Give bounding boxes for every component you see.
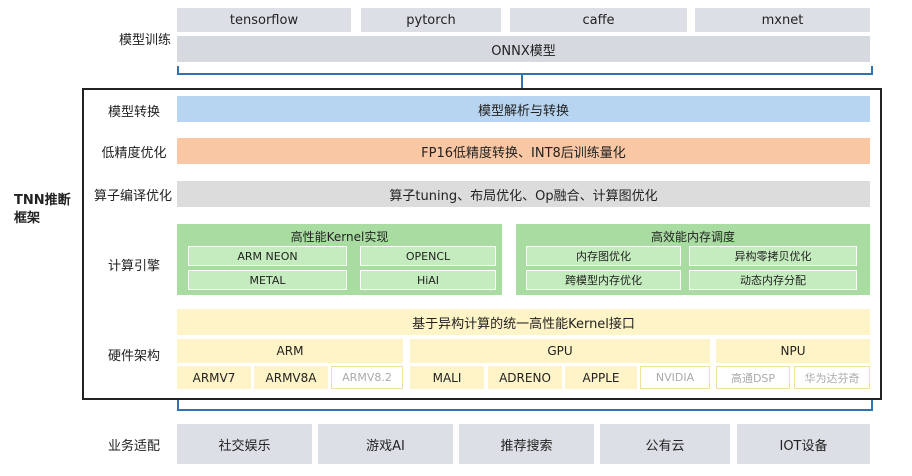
kernel-hiai: HiAI <box>360 270 496 290</box>
kernel-opencl: OPENCL <box>360 246 496 266</box>
memory-cross-model: 跨模型内存优化 <box>526 270 681 290</box>
kernel-interface-bar: 基于异构计算的统一高性能Kernel接口 <box>177 309 870 335</box>
hardware-label: 硬件架构 <box>107 348 160 364</box>
low-precision-label: 低精度优化 <box>101 145 167 161</box>
kernel-arm-neon: ARM NEON <box>188 246 347 266</box>
business-label: 业务适配 <box>107 438 160 454</box>
business-recommend: 推荐搜索 <box>459 424 594 464</box>
kernel-title: 高性能Kernel实现 <box>290 229 389 244</box>
memory-title: 高效能内存调度 <box>650 229 735 244</box>
conversion-bar: 模型解析与转换 <box>177 96 870 122</box>
business-game-ai: 游戏AI <box>318 424 453 464</box>
memory-dynamic-alloc: 动态内存分配 <box>689 270 857 290</box>
hw-nvidia: NVIDIA <box>640 366 710 389</box>
memory-graph-opt: 内存图优化 <box>526 246 681 266</box>
business-iot: IOT设备 <box>737 424 870 464</box>
business-social: 社交娱乐 <box>177 424 312 464</box>
framework-title: TNN推断 框架 <box>14 192 78 228</box>
onnx-model: ONNX模型 <box>177 36 870 62</box>
bottom-brace <box>177 400 873 411</box>
hw-group-arm: ARM <box>177 339 403 363</box>
hw-adreno: ADRENO <box>488 366 562 389</box>
operator-bar: 算子tuning、布局优化、Op融合、计算图优化 <box>177 181 870 207</box>
hw-group-gpu: GPU <box>410 339 710 363</box>
low-precision-bar: FP16低精度转换、INT8后训练量化 <box>177 138 870 164</box>
hw-group-npu: NPU <box>716 339 870 363</box>
operator-label: 算子编译优化 <box>93 188 172 204</box>
training-label: 模型训练 <box>118 32 171 48</box>
hw-armv8a: ARMV8A <box>254 366 328 389</box>
kernel-metal: METAL <box>188 270 347 290</box>
hw-mali: MALI <box>410 366 484 389</box>
conversion-label: 模型转换 <box>107 104 160 120</box>
hw-huawei-davinci: 华为达芬奇 <box>794 366 870 389</box>
hw-qualcomm-dsp: 高通DSP <box>716 366 790 389</box>
framework-title-line1: TNN推断 <box>14 193 71 208</box>
framework-pytorch: pytorch <box>361 8 501 32</box>
memory-zero-copy: 异构零拷贝优化 <box>689 246 857 266</box>
business-cloud: 公有云 <box>600 424 730 464</box>
framework-tensorflow: tensorflow <box>177 8 351 32</box>
hw-armv7: ARMV7 <box>177 366 251 389</box>
hw-apple: APPLE <box>565 366 637 389</box>
framework-title-line2: 框架 <box>14 211 41 226</box>
framework-caffe: caffe <box>510 8 687 32</box>
hw-armv82: ARMV8.2 <box>331 366 403 389</box>
framework-mxnet: mxnet <box>695 8 870 32</box>
engine-label: 计算引擎 <box>107 258 160 274</box>
